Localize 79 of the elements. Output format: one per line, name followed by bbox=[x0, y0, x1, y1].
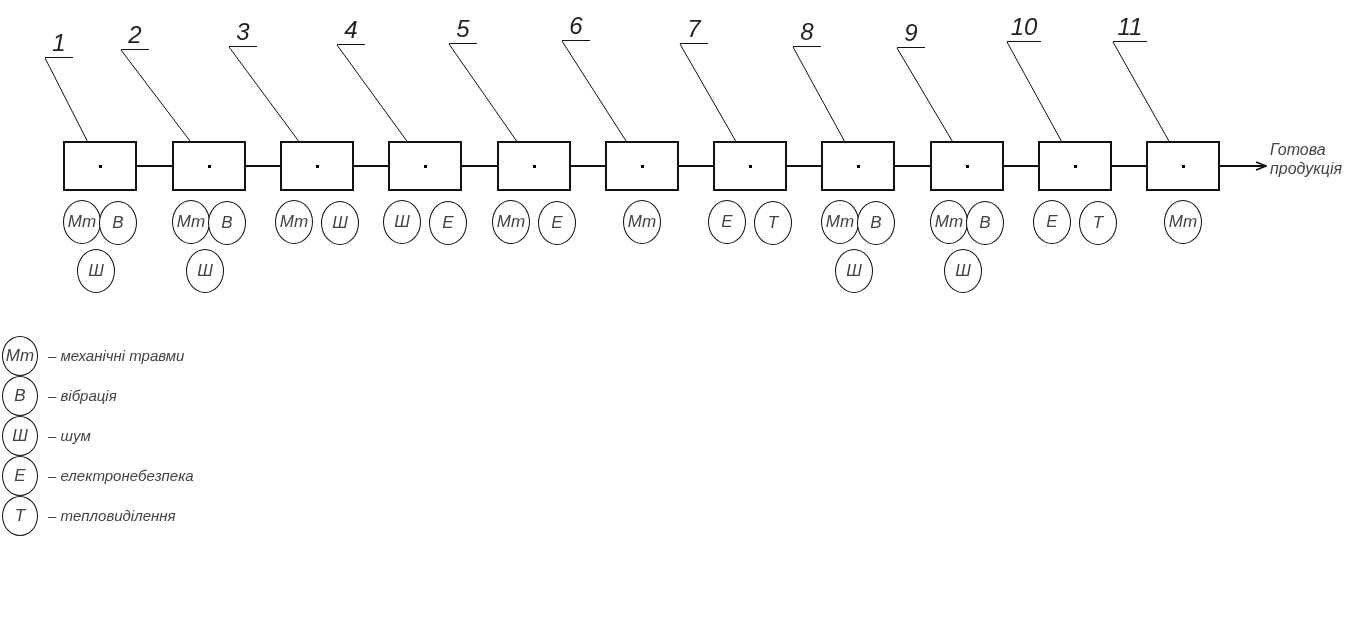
hazard-circle: В bbox=[208, 201, 246, 245]
legend-text: – механічні травми bbox=[48, 347, 185, 364]
process-box bbox=[713, 141, 787, 191]
legend-text: – електронебезпека bbox=[48, 467, 194, 484]
leader-line bbox=[44, 57, 88, 142]
connector-line bbox=[678, 165, 714, 167]
leader-line bbox=[336, 44, 408, 142]
leader-line bbox=[228, 46, 299, 142]
hazard-circle: Е bbox=[2, 456, 38, 496]
hazard-circle: Е bbox=[1033, 200, 1071, 244]
hazard-circle: Ш bbox=[944, 249, 982, 293]
hazard-circle: В bbox=[857, 201, 895, 245]
callout-number: 6 bbox=[562, 11, 590, 41]
connector-line bbox=[570, 165, 606, 167]
leader-line bbox=[1006, 41, 1062, 142]
process-box bbox=[605, 141, 679, 191]
process-box bbox=[1038, 141, 1112, 191]
hazard-circle: Мт bbox=[1164, 200, 1202, 244]
leader-line bbox=[679, 43, 737, 142]
hazard-circle: Мт bbox=[2, 336, 38, 376]
callout-number: 11 bbox=[1113, 12, 1147, 42]
connector-line bbox=[461, 165, 498, 167]
hazard-circle: Мт bbox=[930, 200, 968, 244]
hazard-circle: Мт bbox=[275, 200, 313, 244]
hazard-circle: Ш bbox=[835, 249, 873, 293]
hazard-circle: Е bbox=[538, 201, 576, 245]
process-box bbox=[930, 141, 1004, 191]
connector-line bbox=[786, 165, 822, 167]
arrow bbox=[1219, 161, 1267, 171]
hazard-circle: Ш bbox=[77, 249, 115, 293]
callout-number: 1 bbox=[45, 28, 73, 58]
callout-number: 3 bbox=[229, 17, 257, 47]
hazard-circle: В bbox=[2, 376, 38, 416]
process-box bbox=[63, 141, 137, 191]
output-label: Готова продукція bbox=[1270, 140, 1350, 180]
hazard-circle: Мт bbox=[623, 200, 661, 244]
leader-line bbox=[792, 46, 845, 142]
process-box bbox=[1146, 141, 1220, 191]
legend-text: – вібрація bbox=[48, 387, 117, 404]
connector-line bbox=[136, 165, 173, 167]
callout-number: 10 bbox=[1007, 12, 1041, 42]
hazard-circle: В bbox=[99, 201, 137, 245]
process-box bbox=[388, 141, 462, 191]
hazard-circle: Мт bbox=[172, 200, 210, 244]
callout-number: 9 bbox=[897, 18, 925, 48]
hazard-circle: Мт bbox=[492, 200, 530, 244]
callout-number: 8 bbox=[793, 17, 821, 47]
callout-number: 5 bbox=[449, 14, 477, 44]
callout-number: 4 bbox=[337, 15, 365, 45]
hazard-circle: Т bbox=[1079, 201, 1117, 245]
hazard-circle: Мт bbox=[63, 200, 101, 244]
leader-line bbox=[896, 47, 953, 142]
callout-number: 7 bbox=[680, 14, 708, 44]
leader-line bbox=[120, 49, 191, 142]
hazard-circle: Мт bbox=[821, 200, 859, 244]
leader-line bbox=[1112, 41, 1170, 142]
leader-line bbox=[448, 43, 518, 142]
hazard-circle: В bbox=[966, 201, 1004, 245]
leader-line bbox=[561, 40, 627, 142]
hazard-circle: Т bbox=[754, 201, 792, 245]
connector-line bbox=[353, 165, 389, 167]
callout-number: 2 bbox=[121, 20, 149, 50]
connector-line bbox=[894, 165, 931, 167]
connector-line bbox=[245, 165, 281, 167]
connector-line bbox=[1003, 165, 1039, 167]
hazard-circle: Ш bbox=[186, 249, 224, 293]
hazard-circle: Ш bbox=[383, 200, 421, 244]
hazard-circle: Е bbox=[429, 201, 467, 245]
hazard-circle: Т bbox=[2, 496, 38, 536]
hazard-circle: Ш bbox=[2, 416, 38, 456]
legend-text: – шум bbox=[48, 427, 91, 444]
process-box bbox=[172, 141, 246, 191]
hazard-circle: Е bbox=[708, 200, 746, 244]
process-box bbox=[821, 141, 895, 191]
connector-line bbox=[1111, 165, 1147, 167]
hazard-circle: Ш bbox=[321, 201, 359, 245]
legend-text: – тепловиділення bbox=[48, 507, 176, 524]
process-box bbox=[280, 141, 354, 191]
process-box bbox=[497, 141, 571, 191]
